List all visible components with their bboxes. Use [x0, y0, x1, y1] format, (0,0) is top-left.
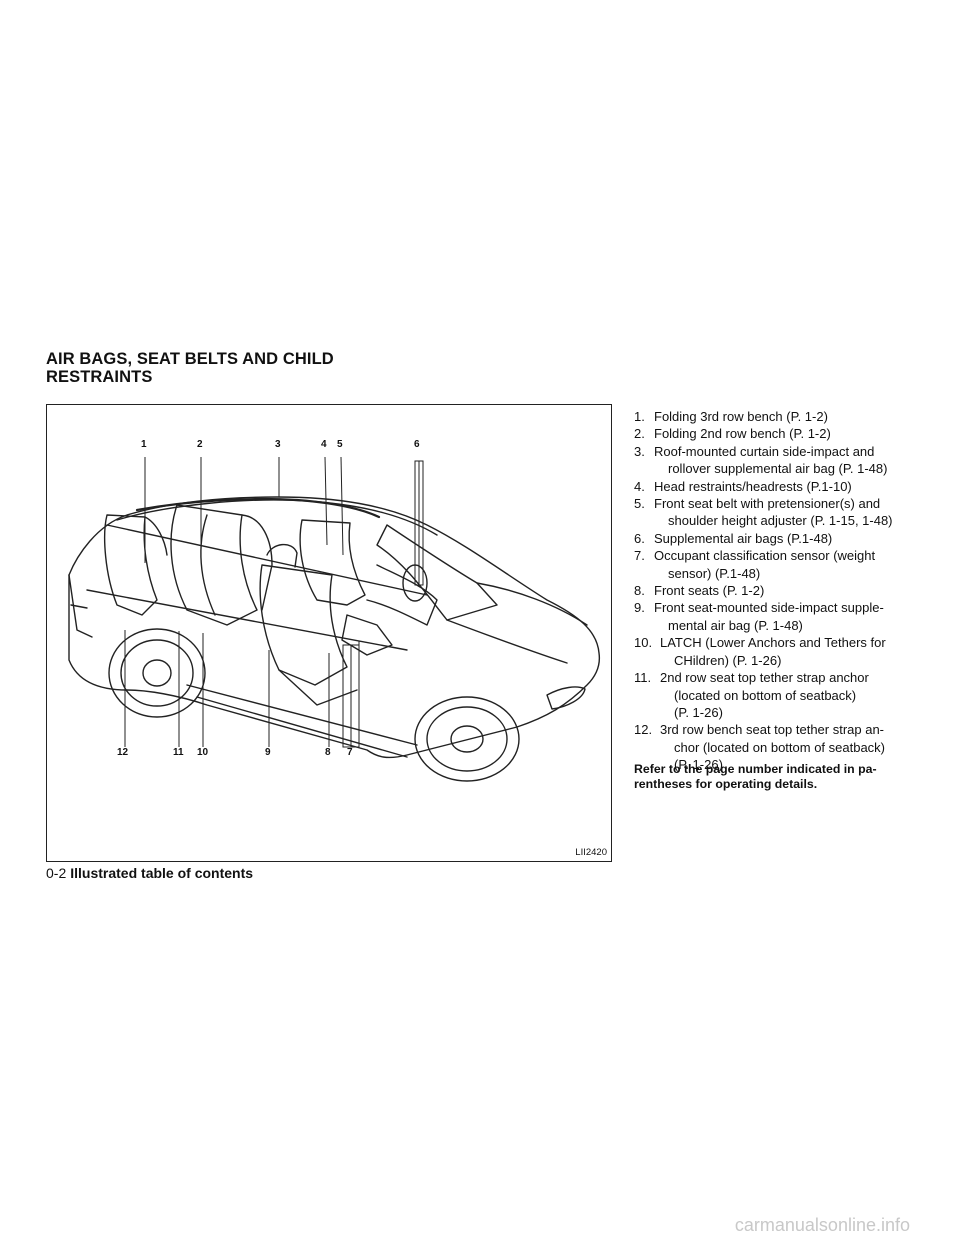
car-body-outline [68, 496, 601, 759]
list-item: 11.2nd row seat top tether strap anchor(… [634, 670, 869, 720]
vehicle-drawing [68, 456, 601, 782]
third-row-bench [103, 514, 158, 616]
list-item: 12.3rd row bench seat top tether strap a… [634, 722, 886, 773]
list-item: 6.Supplemental air bags (P.1-48) [634, 530, 833, 546]
front-wheel [414, 696, 520, 782]
callout-11: 11 [173, 747, 184, 758]
callout-2: 2 [197, 439, 203, 450]
callout-1: 1 [141, 439, 147, 450]
list-item: 1.Folding 3rd row bench (P. 1-2) [634, 409, 828, 424]
vehicle-illustration: 1 2 3 4 5 6 7 8 9 10 11 12 LII2420 [46, 404, 612, 862]
heading-line-1: AIR BAGS, SEAT BELTS AND CHILD [46, 350, 334, 368]
list-item: 4.Head restraints/headrests (P.1-10) [634, 478, 852, 494]
list-item: 7.Occupant classification sensor (weight… [634, 548, 876, 581]
callout-6: 6 [414, 439, 420, 450]
hood-line [476, 582, 588, 626]
callout-4: 4 [321, 439, 327, 450]
list-item: 5.Front seat belt with pretensioner(s) a… [634, 496, 893, 529]
callout-5: 5 [337, 439, 343, 450]
leader-6-bracket [414, 460, 424, 586]
callout-9: 9 [265, 747, 271, 758]
rear-wheel [108, 628, 206, 718]
list-item: 2.Folding 2nd row bench (P. 1-2) [634, 426, 831, 442]
curtain-air-bag [135, 497, 381, 519]
leader-4 [324, 456, 328, 546]
callout-10: 10 [197, 747, 209, 758]
second-row-bench [170, 504, 258, 626]
list-item: 9.Front seat-mounted side-impact supple-… [634, 600, 884, 633]
front-seat [259, 564, 348, 686]
reference-note: Refer to the page number indicated in pa… [634, 762, 877, 791]
page-number: 0-2 [46, 865, 67, 881]
headlight [546, 686, 586, 710]
figure-code: LII2420 [575, 847, 607, 858]
heading-line-2: RESTRAINTS [46, 368, 153, 386]
callout-3: 3 [275, 439, 281, 450]
list-item: 8.Front seats (P. 1-2) [634, 583, 765, 599]
section-title: Illustrated table of contents [70, 865, 254, 881]
callout-8: 8 [325, 747, 331, 758]
leader-7-bracket [342, 644, 360, 748]
windshield [376, 524, 498, 621]
watermark: carmanualsonline.info [734, 1215, 910, 1235]
callout-12: 12 [117, 747, 129, 758]
component-list: 1.Folding 3rd row bench (P. 1-2) 2.Foldi… [634, 408, 924, 774]
leader-5 [340, 456, 344, 556]
callout-7: 7 [347, 747, 353, 758]
dashboard [366, 564, 438, 626]
section-heading: AIR BAGS, SEAT BELTS AND CHILD RESTRAINT… [46, 350, 334, 386]
